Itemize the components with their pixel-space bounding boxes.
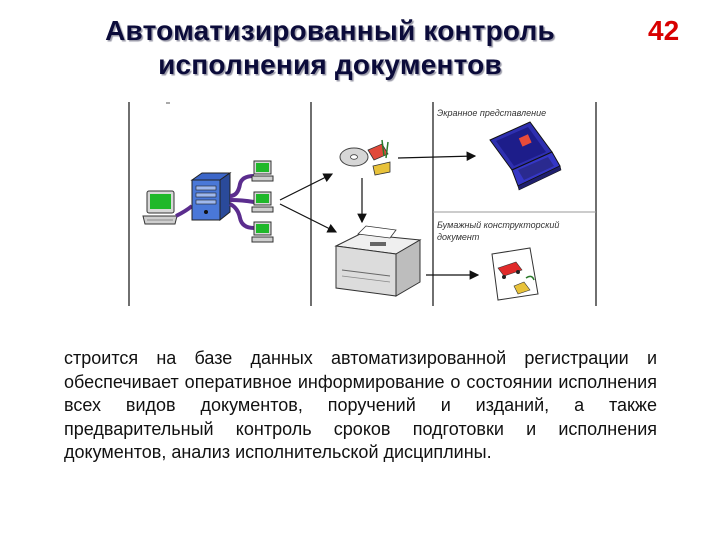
slide-number: 42 bbox=[648, 15, 680, 46]
network-cable bbox=[175, 204, 194, 218]
slide-title-line-2: исполнения документов bbox=[158, 49, 502, 80]
client-computer-icon bbox=[251, 191, 274, 213]
system-diagram-svg: Экранное представление Бумажный конструк… bbox=[128, 102, 597, 306]
caption-paper-line-2: документ bbox=[437, 232, 480, 242]
paper-document-icon bbox=[491, 247, 539, 301]
system-diagram: Экранное представление Бумажный конструк… bbox=[120, 100, 600, 306]
printer-icon bbox=[334, 225, 422, 297]
slide-title: Автоматизированный контроль исполнения д… bbox=[50, 14, 610, 82]
client-computer-icon bbox=[251, 221, 274, 243]
arrow-to-laptop bbox=[397, 151, 477, 162]
caption-screen: Экранное представление bbox=[437, 108, 546, 118]
server-icon bbox=[190, 172, 232, 222]
client-computer-icon bbox=[251, 160, 274, 182]
slide-title-line-1: Автоматизированный контроль bbox=[105, 15, 555, 46]
arrow-to-printer bbox=[279, 203, 338, 233]
arrow-to-cd bbox=[279, 173, 334, 201]
laptop-icon bbox=[489, 121, 562, 191]
body-paragraph: строится на базе данных автоматизированн… bbox=[64, 348, 657, 462]
cd-disk-icon bbox=[339, 139, 391, 176]
caption-paper-line-1: Бумажный конструкторский bbox=[437, 220, 559, 230]
client-cables bbox=[229, 174, 255, 230]
workstation-icon bbox=[142, 190, 178, 225]
